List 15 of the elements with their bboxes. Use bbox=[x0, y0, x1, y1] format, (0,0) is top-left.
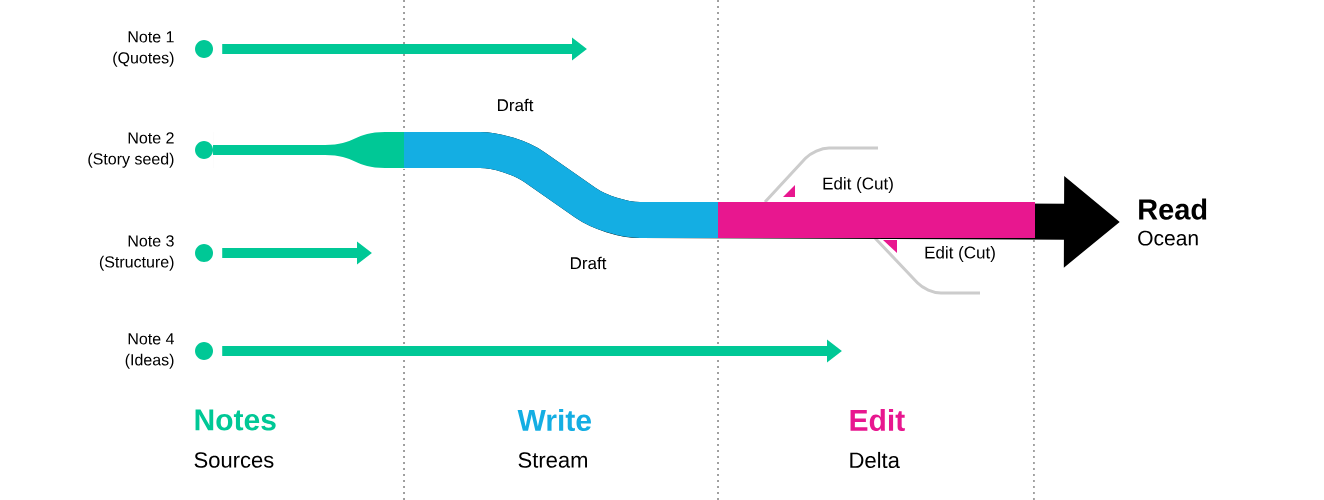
destination-label: Read Ocean bbox=[1138, 198, 1207, 246]
note-label: Note 2 (Story seed) bbox=[88, 132, 174, 168]
note-label: Note 4 (Ideas) bbox=[125, 333, 174, 369]
note-label: Note 1 (Quotes) bbox=[113, 31, 174, 67]
column-subtitle: Delta bbox=[850, 451, 900, 469]
column-subtitle: Sources bbox=[194, 452, 274, 468]
column-title: Notes bbox=[195, 409, 276, 431]
column-title: Edit bbox=[850, 409, 905, 431]
text-label: Draft bbox=[494, 96, 536, 114]
column-title: Write bbox=[517, 409, 591, 431]
text-label: Edit (Cut) bbox=[922, 244, 998, 264]
text-label: Edit (Cut) bbox=[820, 175, 896, 195]
note-label: Note 3 (Structure) bbox=[99, 235, 174, 271]
column-subtitle: Stream bbox=[518, 452, 587, 468]
text-label: Draft bbox=[567, 254, 609, 272]
